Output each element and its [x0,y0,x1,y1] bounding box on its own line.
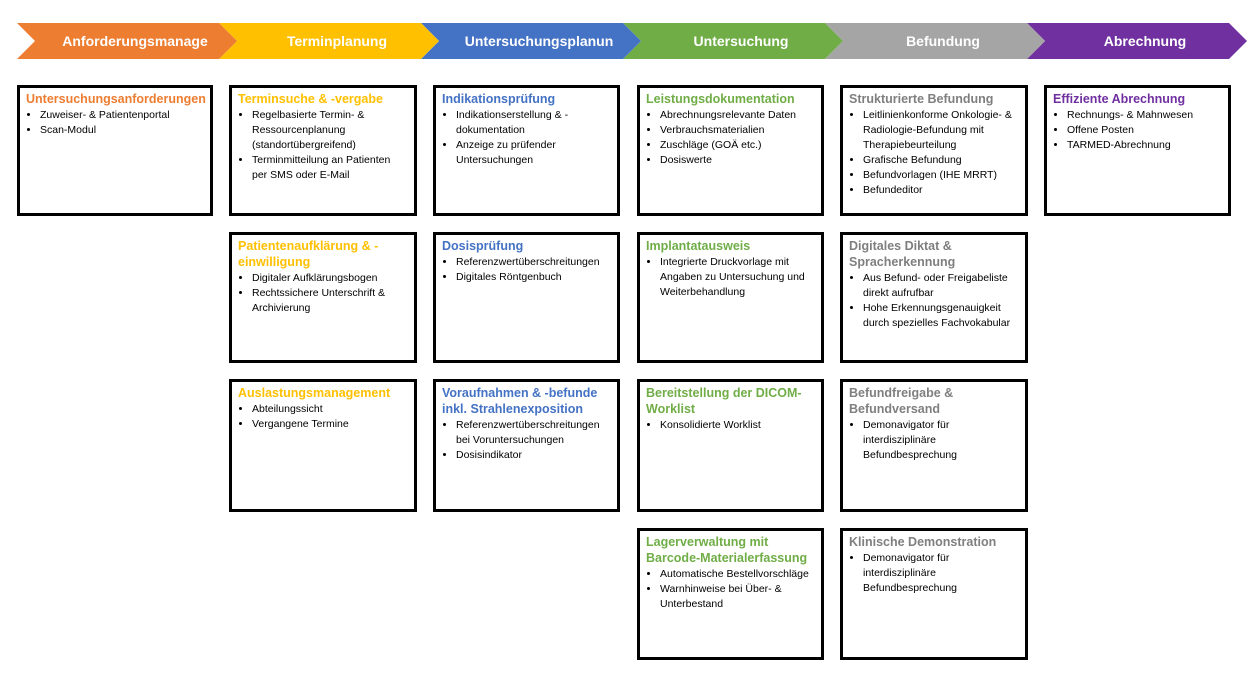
phase-label: Abrechnung [1103,33,1187,49]
feature-item: Warnhinweise bei Über- & Unterbestand [660,582,815,612]
feature-card: AuslastungsmanagementAbteilungssichtVerg… [229,379,417,512]
feature-list: Konsolidierte Worklist [646,418,815,433]
feature-item: Digitaler Aufklärungsbogen [252,271,408,286]
card-title: Patientenaufklärung & -einwilligung [238,239,379,269]
feature-item: Verbrauchsmaterialien [660,123,815,138]
feature-item: Dosiswerte [660,153,815,168]
feature-list: Digitaler AufklärungsbogenRechtssichere … [238,271,408,316]
feature-list: Demonavigator für interdisziplinäre Befu… [849,551,1019,596]
feature-list: Integrierte Druckvorlage mit Angaben zu … [646,255,815,300]
feature-item: Terminmitteilung an Patienten per SMS od… [252,153,408,183]
feature-card: Terminsuche & -vergabeRegelbasierte Term… [229,85,417,216]
feature-card: Patientenaufklärung & -einwilligungDigit… [229,232,417,363]
feature-list: Rechnungs- & MahnwesenOffene PostenTARME… [1053,108,1222,153]
feature-item: Referenzwertüberschreitungen bei Vorunte… [456,418,611,448]
card-title: Implantatausweis [646,239,751,253]
feature-item: Rechnungs- & Mahnwesen [1067,108,1222,123]
phase-4: Untersuchung [623,23,843,59]
feature-item: Leitlinienkonforme Onkologie- & Radiolog… [863,108,1019,153]
feature-card: Bereitstellung der DICOM-WorklistKonsoli… [637,379,824,512]
phase-label: Befundung [906,33,980,49]
feature-item: Demonavigator für interdisziplinäre Befu… [863,418,1019,463]
feature-item: Hohe Erkennungsgenauigkeit durch speziel… [863,301,1019,331]
feature-card: DosisprüfungReferenzwertüberschreitungen… [433,232,620,363]
phase-2: Terminplanung [219,23,439,59]
phase-label: Untersuchung [693,33,789,49]
card-title: Effiziente Abrechnung [1053,92,1186,106]
feature-list: Abrechnungsrelevante DatenVerbrauchsmate… [646,108,815,168]
feature-card: Effiziente AbrechnungRechnungs- & Mahnwe… [1044,85,1231,216]
feature-list: ReferenzwertüberschreitungenDigitales Rö… [442,255,611,285]
feature-list: Regelbasierte Termin- & Ressourcenplanun… [238,108,408,183]
feature-item: Demonavigator für interdisziplinäre Befu… [863,551,1019,596]
card-title: Digitales Diktat & Spracherkennung [849,239,956,269]
card-title: Bereitstellung der DICOM-Worklist [646,386,802,416]
phase-1: Anforderungsmanage [17,23,237,59]
feature-item: TARMED-Abrechnung [1067,138,1222,153]
card-title: Voraufnahmen & -befunde inkl. Strahlenex… [442,386,598,416]
feature-card: LeistungsdokumentationAbrechnungsrelevan… [637,85,824,216]
feature-item: Konsolidierte Worklist [660,418,815,433]
feature-item: Abteilungssicht [252,402,408,417]
feature-card: Voraufnahmen & -befunde inkl. Strahlenex… [433,379,620,512]
phase-label: Anforderungsmanage [62,33,208,49]
feature-card: ImplantatausweisIntegrierte Druckvorlage… [637,232,824,363]
card-title: Indikationsprüfung [442,92,556,106]
phase-3: Untersuchungsplanun [421,23,641,59]
feature-list: Leitlinienkonforme Onkologie- & Radiolog… [849,108,1019,198]
feature-item: Befundvorlagen (IHE MRRT) [863,168,1019,183]
feature-item: Integrierte Druckvorlage mit Angaben zu … [660,255,815,300]
feature-list: AbteilungssichtVergangene Termine [238,402,408,432]
feature-list: Automatische BestellvorschlägeWarnhinwei… [646,567,815,612]
feature-list: Referenzwertüberschreitungen bei Vorunte… [442,418,611,463]
card-title: Leistungsdokumentation [646,92,795,106]
feature-item: Indikationserstellung & -dokumentation [456,108,611,138]
card-title: Auslastungsmanagement [238,386,391,400]
feature-card: Strukturierte BefundungLeitlinienkonform… [840,85,1028,216]
card-title: Untersuchungsanforderungen [26,92,206,106]
card-title: Dosisprüfung [442,239,524,253]
feature-item: Referenzwertüberschreitungen [456,255,611,270]
feature-card: Klinische DemonstrationDemonavigator für… [840,528,1028,660]
phase-label: Terminplanung [286,33,388,49]
feature-item: Anzeige zu prüfender Untersuchungen [456,138,611,168]
feature-item: Zuschläge (GOÄ etc.) [660,138,815,153]
feature-item: Grafische Befundung [863,153,1019,168]
feature-item: Abrechnungsrelevante Daten [660,108,815,123]
feature-list: Zuweiser- & PatientenportalScan-Modul [26,108,204,138]
feature-item: Vergangene Termine [252,417,408,432]
card-title: Befundfreigabe & Befundversand [849,386,954,416]
feature-card: IndikationsprüfungIndikationserstellung … [433,85,620,216]
feature-card: Digitales Diktat & SpracherkennungAus Be… [840,232,1028,363]
feature-card: Lagerverwaltung mit Barcode-Materialerfa… [637,528,824,660]
feature-item: Aus Befund- oder Freigabeliste direkt au… [863,271,1019,301]
card-title: Lagerverwaltung mit Barcode-Materialerfa… [646,535,808,565]
phase-6: Abrechnung [1027,23,1247,59]
feature-item: Zuweiser- & Patientenportal [40,108,204,123]
feature-list: Demonavigator für interdisziplinäre Befu… [849,418,1019,463]
feature-item: Dosisindikator [456,448,611,463]
card-title: Strukturierte Befundung [849,92,994,106]
feature-card: Befundfreigabe & BefundversandDemonaviga… [840,379,1028,512]
feature-item: Digitales Röntgenbuch [456,270,611,285]
feature-card: UntersuchungsanforderungenZuweiser- & Pa… [17,85,213,216]
card-title: Klinische Demonstration [849,535,997,549]
feature-item: Automatische Bestellvorschläge [660,567,815,582]
card-title: Terminsuche & -vergabe [238,92,383,106]
phase-label: Untersuchungsplanun [464,33,614,49]
feature-item: Regelbasierte Termin- & Ressourcenplanun… [252,108,408,153]
feature-item: Befundeditor [863,183,1019,198]
feature-item: Scan-Modul [40,123,204,138]
phase-5: Befundung [825,23,1045,59]
feature-list: Indikationserstellung & -dokumentationAn… [442,108,611,168]
feature-item: Offene Posten [1067,123,1222,138]
feature-item: Rechtssichere Unterschrift & Archivierun… [252,286,408,316]
feature-list: Aus Befund- oder Freigabeliste direkt au… [849,271,1019,331]
